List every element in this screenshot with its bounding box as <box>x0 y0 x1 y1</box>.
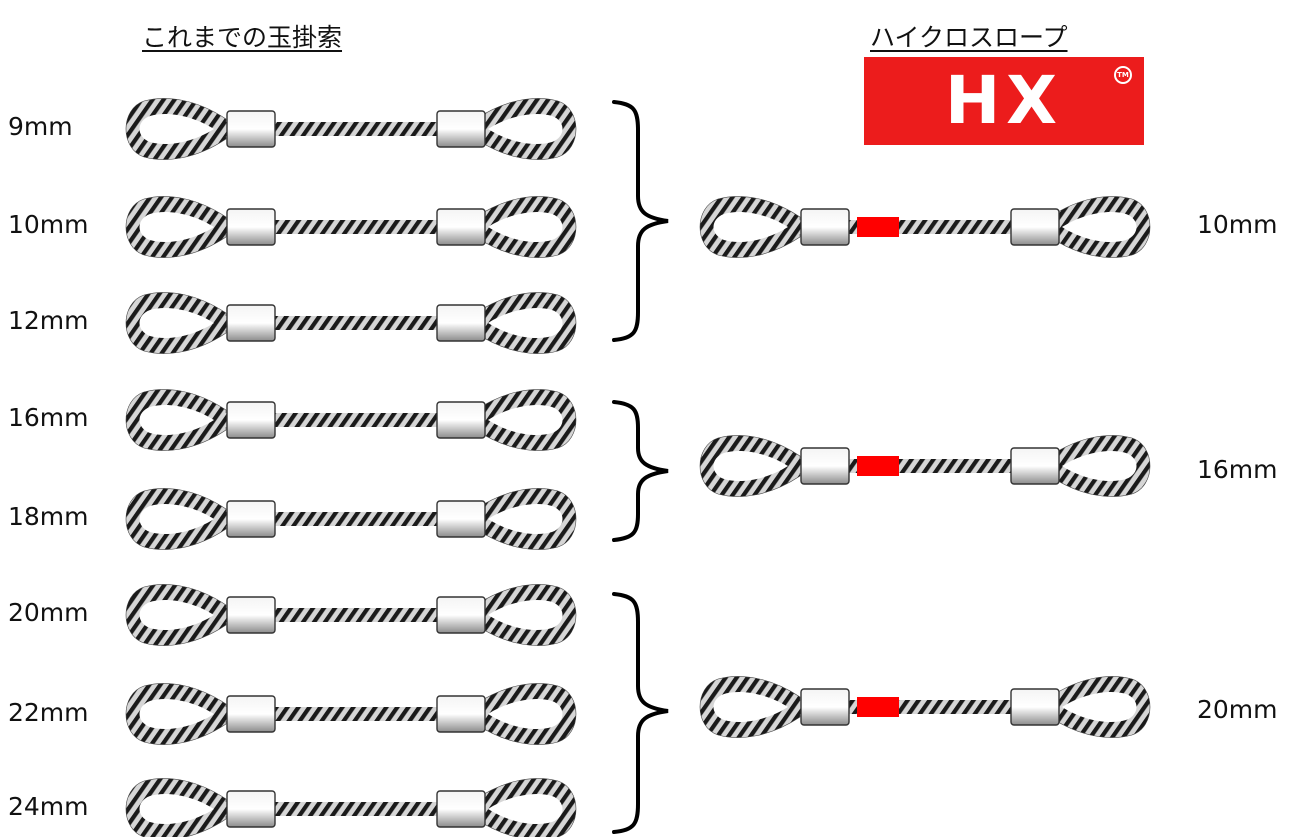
hicross-sling <box>699 676 1151 738</box>
hx-logo: HX TM <box>864 57 1144 145</box>
conventional-sling <box>125 683 577 745</box>
rope-eye-opening <box>713 450 788 482</box>
hicross-rope-heading: ハイクロスロープ <box>870 23 1068 52</box>
conventional-sling <box>125 292 577 354</box>
conventional-size-label: 9mm <box>8 112 73 141</box>
rope-eye-opening <box>713 691 788 723</box>
ferrule-sleeve <box>436 208 486 246</box>
rope-body <box>221 122 481 136</box>
rope-eye-opening <box>488 113 563 145</box>
ferrule-sleeve <box>226 401 276 439</box>
ferrule-sleeve <box>226 110 276 148</box>
hicross-size-label: 20mm <box>1197 695 1278 724</box>
rope-eye-opening <box>139 698 214 730</box>
hx-logo-text: HX <box>944 62 1064 139</box>
conventional-sling <box>125 196 577 258</box>
ferrule-sleeve <box>436 304 486 342</box>
conventional-size-label: 22mm <box>8 698 89 727</box>
rope-eye-opening <box>488 211 563 243</box>
conventional-sling <box>125 778 577 837</box>
rope-eye-opening <box>1062 211 1137 243</box>
ferrule-sleeve <box>1010 208 1060 246</box>
ferrule-sleeve <box>226 208 276 246</box>
ferrule-sleeve <box>436 110 486 148</box>
rope-eye-opening <box>139 599 214 631</box>
ferrule-sleeve <box>800 208 850 246</box>
ferrule-sleeve <box>1010 447 1060 485</box>
conventional-sling <box>125 584 577 646</box>
rope-eye-opening <box>488 307 563 339</box>
ferrule-sleeve <box>226 695 276 733</box>
rope-eye-opening <box>488 404 563 436</box>
rope-eye-opening <box>139 211 214 243</box>
rope-body <box>221 316 481 330</box>
red-identification-marker <box>857 697 899 717</box>
rope-body <box>221 413 481 427</box>
conventional-sling <box>125 488 577 550</box>
conventional-sling <box>125 98 577 160</box>
rope-eye-opening <box>139 793 214 825</box>
conventional-size-label: 18mm <box>8 502 89 531</box>
red-identification-marker <box>857 217 899 237</box>
ferrule-sleeve <box>800 447 850 485</box>
rope-eye-opening <box>139 307 214 339</box>
red-identification-marker <box>857 456 899 476</box>
ferrule-sleeve <box>436 500 486 538</box>
hicross-size-label: 16mm <box>1197 455 1278 484</box>
hicross-sling <box>699 196 1151 258</box>
rope-eye-opening <box>713 211 788 243</box>
hicross-size-label: 10mm <box>1197 210 1278 239</box>
ferrule-sleeve <box>226 304 276 342</box>
grouping-brace <box>612 100 669 342</box>
conventional-size-label: 24mm <box>8 792 89 821</box>
rope-body <box>221 220 481 234</box>
rope-eye-opening <box>488 698 563 730</box>
ferrule-sleeve <box>436 401 486 439</box>
rope-eye-opening <box>139 503 214 535</box>
rope-eye-opening <box>488 793 563 825</box>
conventional-slings-heading: これまでの玉掛索 <box>142 23 343 52</box>
ferrule-sleeve <box>800 688 850 726</box>
conventional-sling <box>125 389 577 451</box>
rope-eye-opening <box>1062 450 1137 482</box>
ferrule-sleeve <box>226 790 276 828</box>
conventional-size-label: 12mm <box>8 306 89 335</box>
conventional-size-label: 10mm <box>8 210 89 239</box>
grouping-brace <box>612 400 669 542</box>
rope-eye-opening <box>488 503 563 535</box>
ferrule-sleeve <box>1010 688 1060 726</box>
ferrule-sleeve <box>226 500 276 538</box>
rope-eye-opening <box>488 599 563 631</box>
ferrule-sleeve <box>436 596 486 634</box>
rope-body <box>221 707 481 721</box>
conventional-size-label: 20mm <box>8 598 89 627</box>
rope-body <box>221 802 481 816</box>
ferrule-sleeve <box>436 790 486 828</box>
rope-body <box>221 512 481 526</box>
grouping-brace <box>612 592 669 834</box>
trademark-mark: TM <box>1114 66 1132 84</box>
rope-eye-opening <box>1062 691 1137 723</box>
ferrule-sleeve <box>226 596 276 634</box>
conventional-size-label: 16mm <box>8 403 89 432</box>
ferrule-sleeve <box>436 695 486 733</box>
hicross-sling <box>699 435 1151 497</box>
rope-eye-opening <box>139 404 214 436</box>
rope-body <box>221 608 481 622</box>
rope-eye-opening <box>139 113 214 145</box>
